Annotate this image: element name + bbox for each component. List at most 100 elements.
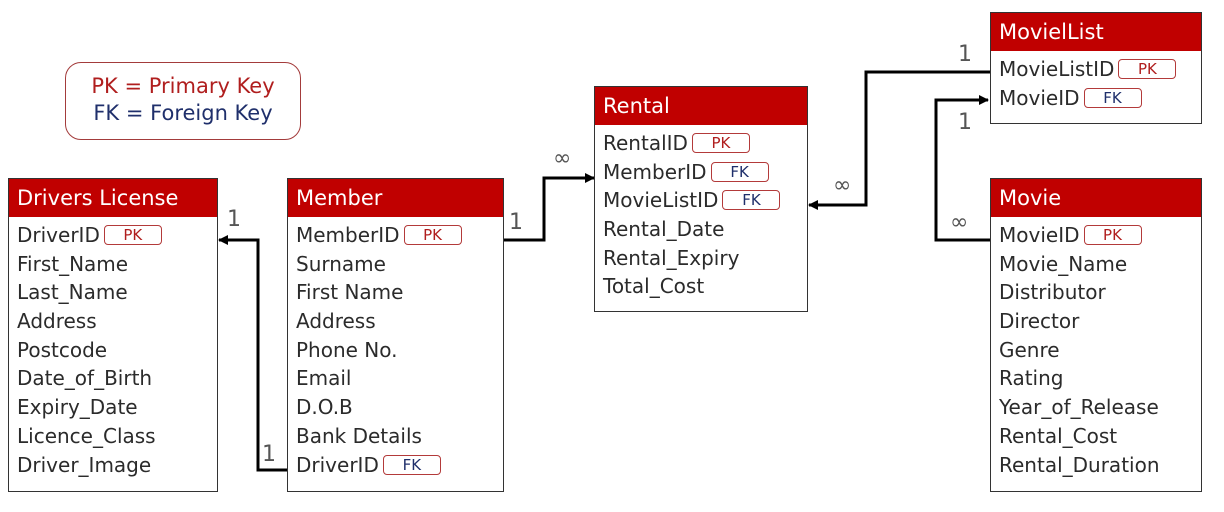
field-name: Movie_Name <box>999 251 1128 276</box>
legend-box: PK = Primary Key FK = Foreign Key <box>65 62 301 140</box>
field-name: Address <box>296 309 376 334</box>
field-name: Genre <box>999 337 1060 362</box>
field-name: Expiry_Date <box>17 395 138 420</box>
fk-badge: FK <box>382 454 441 475</box>
field-name: Director <box>999 309 1080 334</box>
pk-badge: PK <box>403 225 462 245</box>
field-name: RentalID <box>603 131 688 155</box>
link-member-driverslicense <box>218 235 287 472</box>
field-name: MovieListID <box>999 57 1115 81</box>
entity-title: Movie <box>991 179 1201 217</box>
field-name: Rental_Expiry <box>603 245 740 270</box>
field-name: Address <box>17 309 97 334</box>
pk-badge: PK <box>1083 225 1142 245</box>
field-row: Rental_Cost <box>999 422 1201 451</box>
card-member-driverid: 1 <box>262 442 276 467</box>
field-name: MemberID <box>603 159 707 184</box>
card-movielist-movieid: 1 <box>958 110 972 135</box>
field-name: MovieListID <box>603 188 719 213</box>
link-movielist-rental <box>808 70 990 210</box>
fk-badge: FK <box>1083 87 1142 108</box>
card-rental-memberid: ∞ <box>553 146 572 171</box>
entity-title: MovielList <box>991 13 1201 51</box>
field-row: Distributor <box>999 278 1201 307</box>
field-name: Licence_Class <box>17 423 156 448</box>
field-name: Rating <box>999 366 1064 391</box>
field-row: Phone No. <box>296 336 503 365</box>
field-name: Date_of_Birth <box>17 366 153 391</box>
field-row: Date_of_Birth <box>17 364 217 393</box>
field-name: Year_of_Release <box>999 395 1159 420</box>
field-row: Licence_Class <box>17 422 217 451</box>
field-name: Driver_Image <box>17 452 152 477</box>
field-row: Rating <box>999 364 1201 393</box>
field-name: Rental_Date <box>603 217 725 242</box>
entity-title: Rental <box>595 87 807 125</box>
field-row: Director <box>999 307 1201 336</box>
field-name: MemberID <box>296 223 400 247</box>
field-name: DriverID <box>17 223 100 247</box>
field-row: Year_of_Release <box>999 393 1201 422</box>
card-member-memberid: 1 <box>509 210 523 235</box>
field-name: Postcode <box>17 337 108 362</box>
field-row: First_Name <box>17 250 217 279</box>
field-name: D.O.B <box>296 395 353 420</box>
field-name: MovieID <box>999 85 1080 110</box>
pk-badge: PK <box>691 133 750 153</box>
fk-badge: FK <box>710 161 769 182</box>
link-movie-movielist <box>934 95 990 242</box>
field-row: Last_Name <box>17 278 217 307</box>
field-name: Rental_Cost <box>999 423 1118 448</box>
legend-fk-text: FK = Foreign Key <box>93 101 273 125</box>
field-row: First Name <box>296 278 503 307</box>
field-name: Email <box>296 366 352 391</box>
field-row: D.O.B <box>296 393 503 422</box>
field-row: Rental_Expiry <box>603 244 807 273</box>
field-row: Surname <box>296 250 503 279</box>
pk-badge: PK <box>103 225 162 245</box>
field-row: Postcode <box>17 336 217 365</box>
field-row: Movie_Name <box>999 250 1201 279</box>
field-row: Rental_Duration <box>999 451 1201 480</box>
card-rental-movielistid: ∞ <box>833 173 852 198</box>
field-row: Expiry_Date <box>17 393 217 422</box>
entity-title: Member <box>288 179 503 217</box>
card-movie-movieid: ∞ <box>950 210 969 235</box>
field-name: Distributor <box>999 280 1106 305</box>
field-row: Bank Details <box>296 422 503 451</box>
card-movielist-movielistid: 1 <box>958 42 972 67</box>
field-row: Driver_Image <box>17 451 217 480</box>
pk-badge: PK <box>1118 59 1177 79</box>
fk-badge: FK <box>722 190 781 211</box>
legend-pk-text: PK = Primary Key <box>91 74 275 98</box>
field-name: DriverID <box>296 452 379 477</box>
field-name: Bank Details <box>296 423 422 448</box>
link-member-rental <box>504 173 595 242</box>
field-name: Last_Name <box>17 280 128 305</box>
field-row: Address <box>296 307 503 336</box>
entity-title: Drivers License <box>9 179 217 217</box>
field-name: First Name <box>296 280 404 305</box>
field-name: Total_Cost <box>603 274 705 299</box>
field-row: Email <box>296 364 503 393</box>
field-name: Surname <box>296 251 386 276</box>
